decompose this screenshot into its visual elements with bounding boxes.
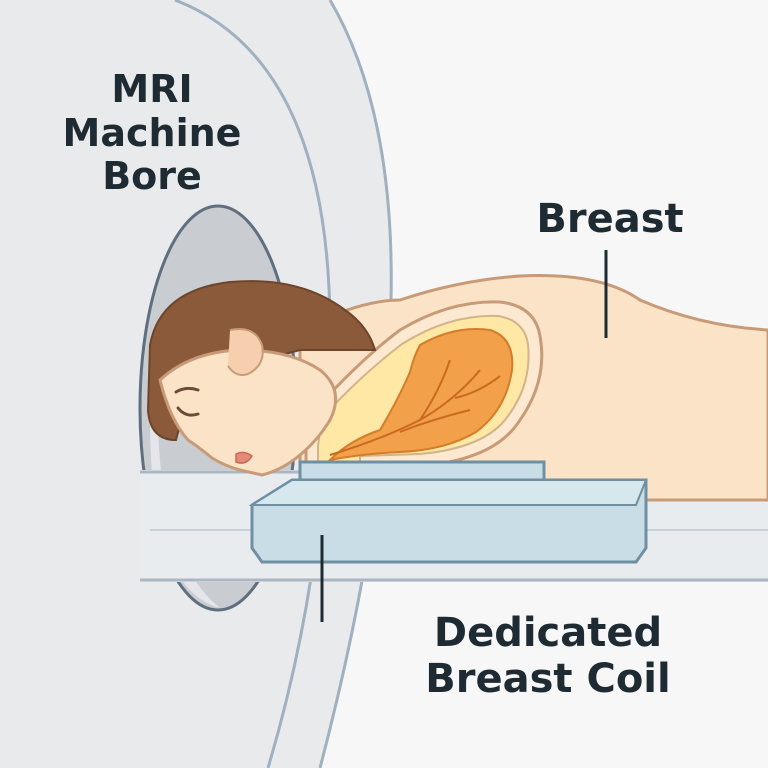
label-dedicated-breast-coil: Dedicated Breast Coil [418, 610, 678, 702]
label-mri-machine-bore-line-2: Machine [62, 110, 242, 155]
label-dedicated-breast-coil-line-1: Dedicated [433, 610, 663, 656]
eyebrow-icon [174, 386, 200, 394]
ear-icon [227, 328, 264, 376]
closed-eye-icon [176, 406, 200, 417]
breast-fibroglandular-tissue [326, 328, 514, 462]
lips-icon [235, 451, 253, 464]
breast-coil-top-face [248, 479, 648, 506]
label-breast: Breast [530, 196, 690, 242]
label-breast-text: Breast [536, 196, 684, 242]
breast-duct-lines [329, 359, 501, 456]
label-mri-machine-bore-line-1: MRI [111, 67, 193, 111]
label-mri-machine-bore: MRI Machine Bore [52, 67, 252, 199]
label-mri-machine-bore-line-3: Bore [102, 154, 202, 199]
label-dedicated-breast-coil-line-2: Breast Coil [425, 656, 671, 702]
